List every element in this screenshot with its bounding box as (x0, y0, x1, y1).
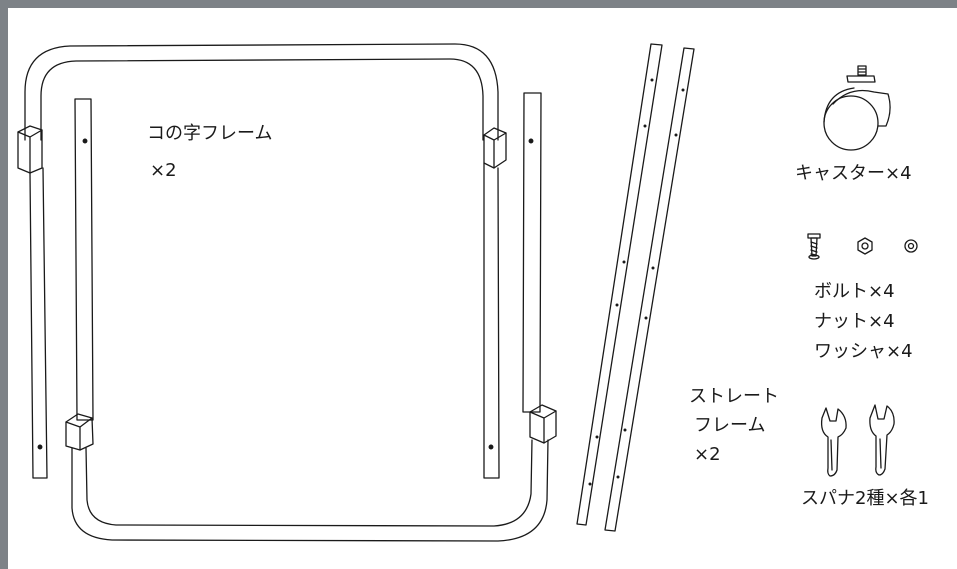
u-frame-top (17, 43, 507, 479)
washer-icon (904, 239, 918, 253)
caster-label: キャスター×4 (795, 163, 912, 184)
u-frame-name: コの字フレーム (147, 123, 273, 144)
straight-frames (576, 43, 695, 532)
u-frame-qty: ×2 (150, 160, 177, 181)
straight-frame-name-line2: フレーム (694, 415, 766, 436)
nut-icon (857, 237, 873, 255)
straight-frame-name-line1: ストレート (689, 386, 779, 407)
nut-label: ナット×4 (814, 311, 895, 332)
spanner-icons (820, 404, 895, 477)
spanner-label: スパナ2種×各1 (801, 488, 929, 509)
bolt-icon (807, 233, 821, 260)
washer-label: ワッシャ×4 (814, 341, 913, 362)
parts-illustration (17, 43, 918, 542)
caster-icon (823, 65, 891, 151)
u-frame-bottom (65, 92, 557, 542)
bolt-label: ボルト×4 (814, 281, 895, 302)
straight-frame-qty: ×2 (694, 444, 721, 465)
